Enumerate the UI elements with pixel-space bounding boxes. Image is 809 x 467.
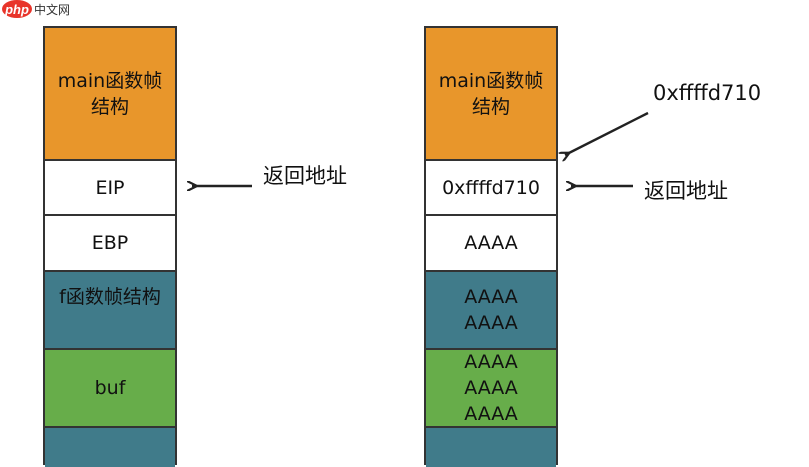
left-bottom-cell xyxy=(45,428,175,467)
php-logo-text: 中文网 xyxy=(34,2,71,17)
right-pointer-arrow xyxy=(565,111,649,155)
right-return-address-label: 返回地址 xyxy=(644,179,728,203)
right-buf-overwrite-cell: AAAA AAAA AAAA xyxy=(426,350,556,428)
php-logo-badge: php xyxy=(2,0,32,18)
left-main-frame-cell: main函数帧 结构 xyxy=(45,28,175,161)
left-return-address-label: 返回地址 xyxy=(263,164,347,188)
left-buf-cell: buf xyxy=(45,350,175,428)
right-main-frame-cell: main函数帧 结构 xyxy=(426,28,556,161)
right-bottom-cell xyxy=(426,428,556,467)
php-logo: php 中文网 xyxy=(2,0,70,18)
right-return-address-cell: 0xffffd710 xyxy=(426,161,556,216)
left-stack: main函数帧 结构 EIP EBP f函数帧结构 buf xyxy=(43,26,177,467)
left-ebp-cell: EBP xyxy=(45,216,175,272)
right-stack: main函数帧 结构 0xffffd710 AAAA AAAA AAAA AAA… xyxy=(424,26,558,467)
left-eip-cell: EIP xyxy=(45,161,175,216)
right-pointer-label: 0xffffd710 xyxy=(653,81,762,105)
right-ebp-overwrite-cell: AAAA xyxy=(426,216,556,272)
left-f-frame-cell: f函数帧结构 xyxy=(45,272,175,350)
right-f-frame-overwrite-cell: AAAA AAAA xyxy=(426,272,556,350)
